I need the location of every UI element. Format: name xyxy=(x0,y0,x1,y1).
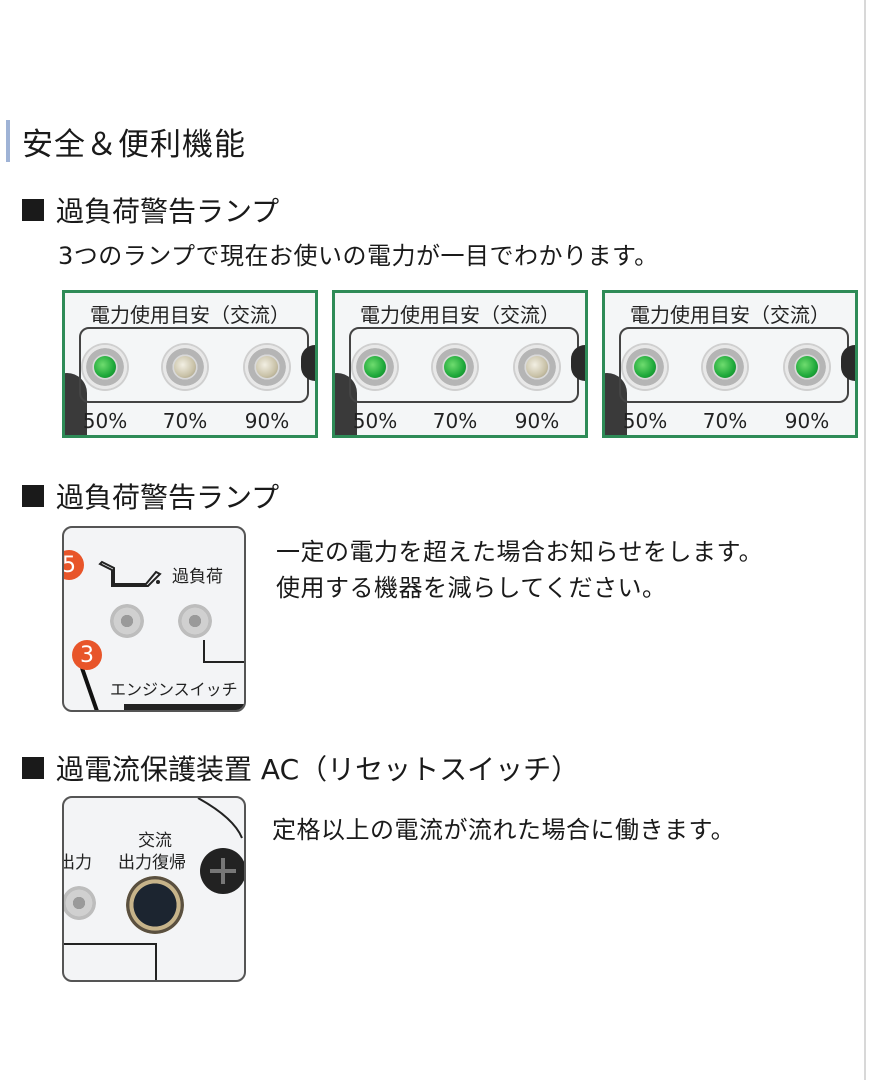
overload-lamp-photo: 5 過負荷 3 エンジンスイッチ xyxy=(62,526,246,712)
screw-icon xyxy=(200,848,244,894)
lamp-percent-label: 50% xyxy=(622,409,668,433)
lamp-50pct-on xyxy=(623,345,667,389)
lamp-light-icon xyxy=(444,356,466,378)
lamp-light-icon xyxy=(796,356,818,378)
lamp-panel-2: 電力使用目安（交流） 50% 70% 90% xyxy=(332,290,588,438)
panel-shadow xyxy=(65,373,87,435)
indicator-lamp-left xyxy=(110,604,144,638)
panel-shadow xyxy=(605,373,627,435)
overload-warning-line-1: 一定の電力を超えた場合お知らせをします。 xyxy=(276,538,764,566)
overload-warning-heading: 過負荷警告ランプ xyxy=(22,476,279,516)
panel-knob xyxy=(571,345,585,381)
lamp-panel-title: 電力使用目安（交流） xyxy=(90,303,290,327)
lamp-panel-3: 電力使用目安（交流） 50% 70% 90% xyxy=(602,290,858,438)
lamp-90pct-off xyxy=(245,345,289,389)
output-indicator-lamp xyxy=(64,886,96,920)
lamp-70pct-off xyxy=(163,345,207,389)
section-title: 安全＆便利機能 xyxy=(6,118,246,164)
lamp-light-icon xyxy=(94,356,116,378)
engine-switch-label: エンジンスイッチ xyxy=(110,680,238,699)
overload-lamp-heading: 過負荷警告ランプ xyxy=(22,190,279,230)
overload-lamp-description: 3つのランプで現在お使いの電力が一目でわかります。 xyxy=(58,242,659,270)
reset-switch-button xyxy=(126,876,184,934)
panel-outline-lines xyxy=(64,798,243,980)
lamp-percent-label: 90% xyxy=(244,409,290,433)
overload-label: 過負荷 xyxy=(172,567,223,587)
oil-can-icon xyxy=(98,560,162,587)
step-badge-bottom: 3 xyxy=(72,640,102,670)
lamp-percent-label: 70% xyxy=(432,409,478,433)
lamp-panel-1: 電力使用目安（交流） 50% 70% 90% xyxy=(62,290,318,438)
panel-knob xyxy=(301,345,315,381)
lamp-percent-label: 50% xyxy=(352,409,398,433)
step-badge-top: 5 xyxy=(64,550,84,580)
lamp-50pct-on xyxy=(353,345,397,389)
square-bullet-icon xyxy=(22,199,44,221)
lamp-light-icon xyxy=(634,356,656,378)
output-reset-label: 出力復帰 xyxy=(118,853,186,873)
reset-switch-photo: 出力 交流 出力復帰 xyxy=(62,796,246,982)
lamp-percent-label: 70% xyxy=(702,409,748,433)
section-title-text: 安全＆便利機能 xyxy=(22,126,246,163)
lamp-percent-label: 90% xyxy=(514,409,560,433)
ac-label: 交流 xyxy=(138,831,172,851)
lamp-percent-label: 50% xyxy=(82,409,128,433)
overload-warning-line-2: 使用する機器を減らしてください。 xyxy=(276,574,667,602)
overcurrent-description: 定格以上の電流が流れた場合に働きます。 xyxy=(272,816,736,844)
lamp-percent-label: 90% xyxy=(784,409,830,433)
lamp-90pct-off xyxy=(515,345,559,389)
panel-outline-lines xyxy=(80,640,244,710)
lamp-70pct-on xyxy=(703,345,747,389)
square-bullet-icon xyxy=(22,485,44,507)
lamp-light-icon xyxy=(714,356,736,378)
lamp-light-icon xyxy=(256,356,278,378)
overcurrent-heading-text: 過電流保護装置 AC（リセットスイッチ） xyxy=(56,753,580,786)
square-bullet-icon xyxy=(22,757,44,779)
overload-lamp-heading-text: 過負荷警告ランプ xyxy=(56,195,280,228)
overcurrent-heading: 過電流保護装置 AC（リセットスイッチ） xyxy=(22,748,579,788)
output-label: 出力 xyxy=(64,853,92,873)
lamp-percent-label: 70% xyxy=(162,409,208,433)
overload-indicator-lamp xyxy=(178,604,212,638)
lamp-light-icon xyxy=(526,356,548,378)
lamp-light-icon xyxy=(364,356,386,378)
panel-shadow xyxy=(335,373,357,435)
page-edge-rule xyxy=(864,0,866,1080)
panel-knob xyxy=(841,345,855,381)
lamp-light-icon xyxy=(174,356,196,378)
lamp-panel-title: 電力使用目安（交流） xyxy=(630,303,830,327)
overload-warning-heading-text: 過負荷警告ランプ xyxy=(56,481,280,514)
switch-base-shadow xyxy=(124,704,244,710)
lamp-90pct-on xyxy=(785,345,829,389)
lamp-50pct-on xyxy=(83,345,127,389)
section-title-accent xyxy=(6,120,10,162)
lamp-70pct-on xyxy=(433,345,477,389)
lamp-panel-title: 電力使用目安（交流） xyxy=(360,303,560,327)
